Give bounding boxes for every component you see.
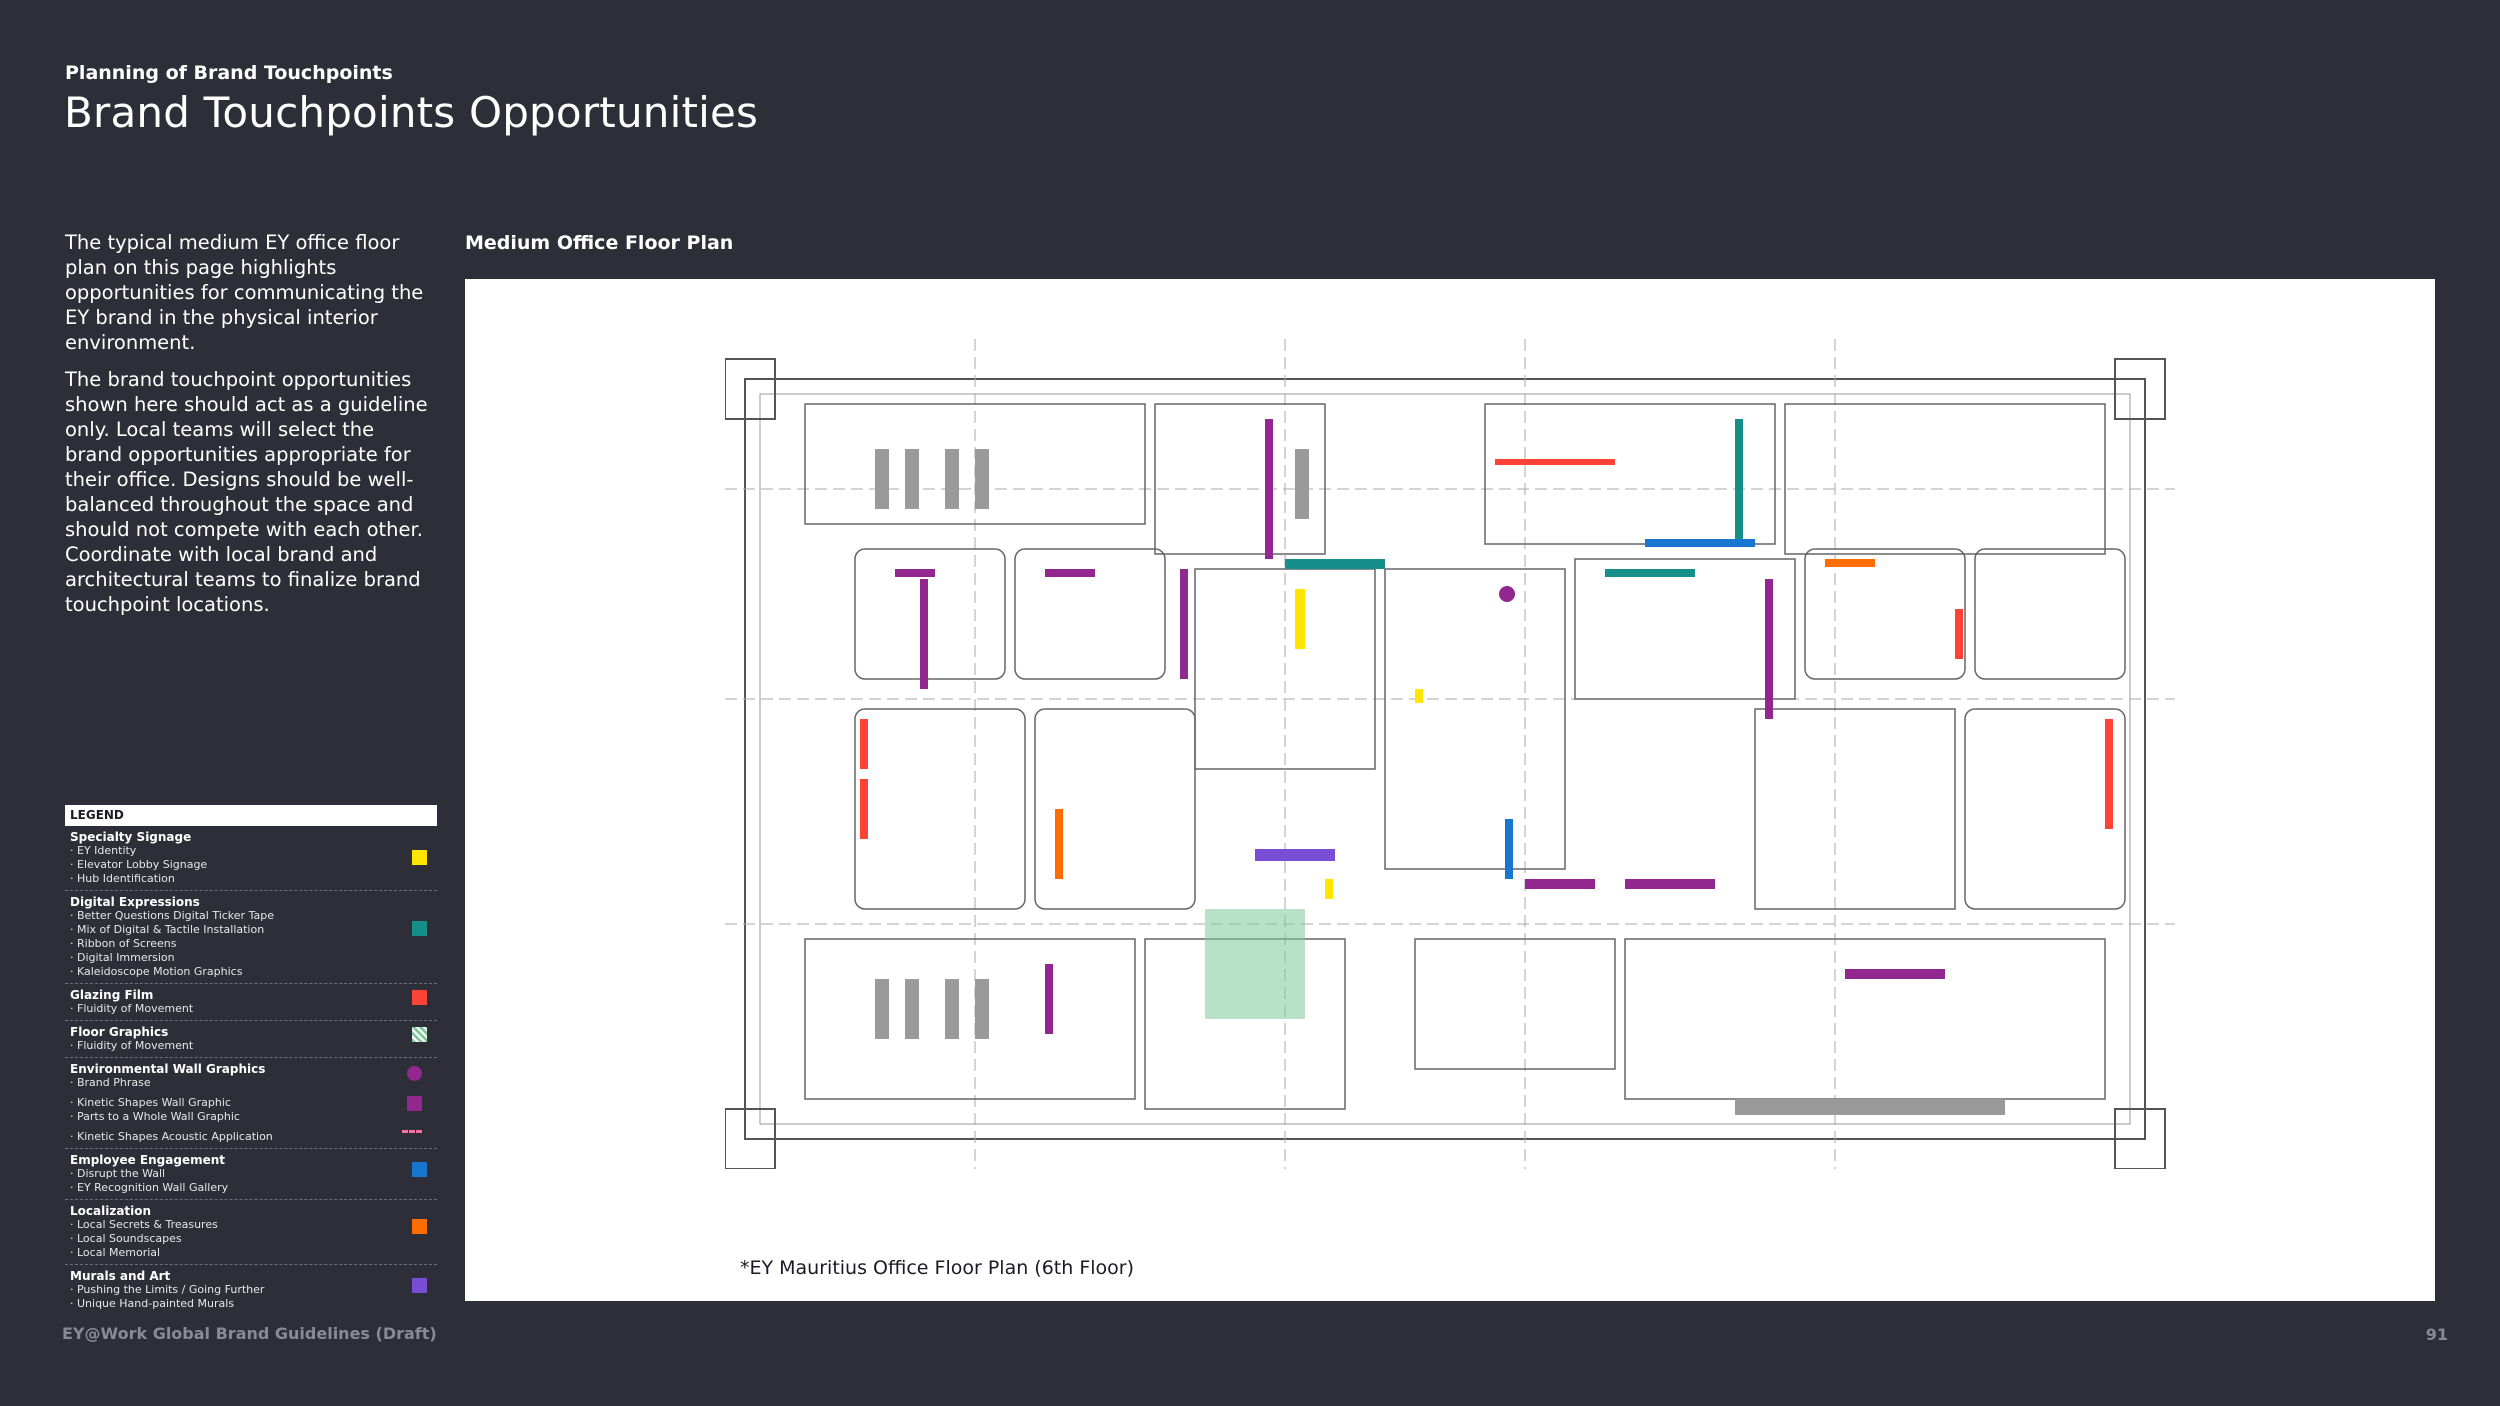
legend-item: · Pushing the Limits / Going Further [70,1283,265,1296]
legend-item: · Hub Identification [70,872,175,885]
legend-group-environmental-wall-graphics: Environmental Wall Graphics · Brand Phra… [65,1058,437,1149]
legend-item: · Ribbon of Screens [70,937,177,950]
legend-group-title: Floor Graphics [70,1025,169,1039]
legend-heading: LEGEND [65,805,437,826]
legend-swatch-green-pattern [412,1027,427,1042]
legend-item: · Elevator Lobby Signage [70,858,208,871]
legend-group-localization: Localization · Local Secrets & Treasures… [65,1200,437,1265]
legend-item: · Local Memorial [70,1246,161,1259]
floor-plan-drawing [725,339,2175,1169]
legend-item: · EY Identity [70,844,137,857]
footer-document-title: EY@Work Global Brand Guidelines (Draft) [62,1324,437,1343]
intro-paragraph-2: The brand touchpoint opportunities shown… [65,368,428,616]
legend-item: · Kaleidoscope Motion Graphics [70,965,243,978]
legend-swatch-purple-dot [407,1066,422,1081]
legend-group-title: Digital Expressions [70,895,200,909]
legend-item: · Kinetic Shapes Acoustic Application [70,1130,273,1143]
legend-item: · Local Secrets & Treasures [70,1218,218,1231]
intro-text: The typical medium EY office floor plan … [65,230,435,629]
legend-group-title: Specialty Signage [70,830,192,844]
legend-item: · Digital Immersion [70,951,175,964]
legend-swatch-yellow [412,850,427,865]
intro-paragraph-1: The typical medium EY office floor plan … [65,231,424,354]
legend-item: · Unique Hand-painted Murals [70,1297,235,1310]
legend-group-title: Localization [70,1204,152,1218]
legend-group-title: Environmental Wall Graphics [70,1062,266,1076]
legend-group-title: Murals and Art [70,1269,171,1283]
legend-item: · Fluidity of Movement [70,1039,194,1052]
legend-group-title: Employee Engagement [70,1153,226,1167]
legend-item: · Kinetic Shapes Wall Graphic [70,1096,231,1109]
legend-group-glazing-film: Glazing Film · Fluidity of Movement [65,984,437,1021]
legend-item: · Parts to a Whole Wall Graphic [70,1110,240,1123]
legend-item: · Brand Phrase [70,1076,151,1089]
legend-item: · Fluidity of Movement [70,1002,194,1015]
legend-item: · EY Recognition Wall Gallery [70,1181,229,1194]
floor-plan-panel: *EY Mauritius Office Floor Plan (6th Flo… [465,279,2435,1301]
legend-group-title: Glazing Film [70,988,154,1002]
legend-group-digital-expressions: Digital Expressions · Better Questions D… [65,891,437,984]
legend-swatch-pink-dashed [402,1130,422,1136]
legend-item: · Disrupt the Wall [70,1167,166,1180]
legend-swatch-teal [412,921,427,936]
legend-swatch-blue [412,1162,427,1177]
floor-plan-caption: *EY Mauritius Office Floor Plan (6th Flo… [740,1257,1135,1279]
legend-group-murals-and-art: Murals and Art · Pushing the Limits / Go… [65,1265,437,1315]
legend-swatch-red [412,990,427,1005]
legend-item: · Local Soundscapes [70,1232,182,1245]
legend-item: · Mix of Digital & Tactile Installation [70,923,265,936]
legend-group-specialty-signage: Specialty Signage · EY Identity · Elevat… [65,826,437,891]
section-kicker: Planning of Brand Touchpoints [65,62,393,84]
legend-swatch-violet [412,1278,427,1293]
legend-item: · Better Questions Digital Ticker Tape [70,909,274,922]
legend: LEGEND Specialty Signage · EY Identity ·… [65,805,437,1315]
legend-group-floor-graphics: Floor Graphics · Fluidity of Movement [65,1021,437,1058]
legend-swatch-orange [412,1219,427,1234]
floor-plan-label: Medium Office Floor Plan [465,232,734,254]
page-number: 91 [2425,1325,2448,1344]
legend-swatch-purple [407,1096,422,1111]
legend-group-employee-engagement: Employee Engagement · Disrupt the Wall ·… [65,1149,437,1200]
page-title: Brand Touchpoints Opportunities [64,88,759,137]
